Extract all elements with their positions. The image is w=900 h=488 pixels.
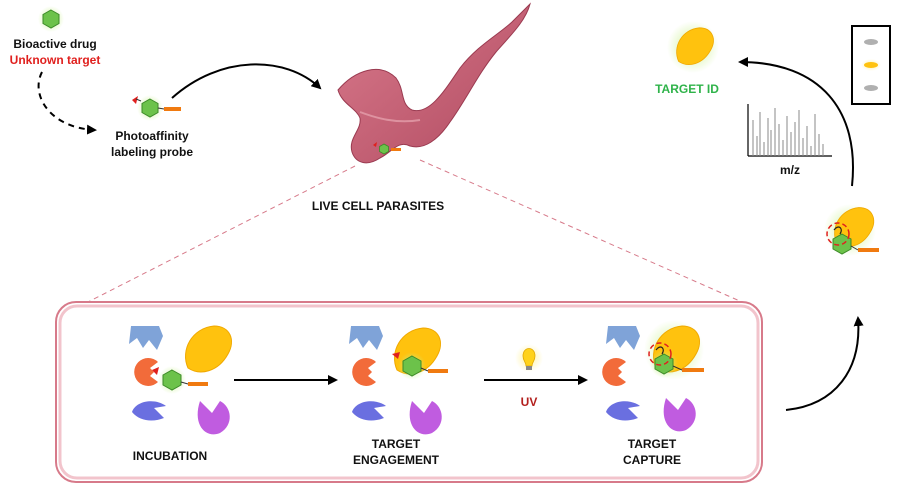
uv-lightbulb-icon (515, 344, 543, 372)
engagement-probe-icon (392, 352, 448, 380)
engagement-label-line2: ENGAGEMENT (353, 453, 440, 467)
probe-icon (132, 95, 181, 121)
parasite-illustration (337, 2, 531, 164)
target-id-label: TARGET ID (655, 82, 719, 96)
capture-label-line2: CAPTURE (623, 453, 681, 467)
engagement-label-line1: TARGET (372, 437, 421, 451)
mass-spectrum-icon (747, 104, 832, 157)
unknown-target-label: Unknown target (10, 53, 101, 67)
captured-complex-icon (824, 204, 879, 256)
incubation-probe-icon (152, 366, 208, 394)
photoaffinity-label-line1: Photoaffinity (115, 129, 189, 143)
photoaffinity-label-line2: labeling probe (111, 145, 193, 159)
zoom-line-right (419, 159, 743, 303)
uv-label: UV (521, 395, 538, 409)
identified-target-icon (667, 21, 719, 73)
mz-axis-label: m/z (780, 163, 800, 177)
dashed-arrow (37, 71, 97, 135)
zoom-line-left (87, 165, 356, 303)
arrow-to-parasites (171, 63, 322, 99)
bioactive-drug-label: Bioactive drug (13, 37, 96, 51)
live-cell-parasites-label: LIVE CELL PARASITES (312, 199, 444, 213)
gel-lane-icon (851, 25, 891, 105)
incubation-label: INCUBATION (133, 449, 207, 463)
arrow-to-target-id (738, 57, 854, 187)
capture-label-line1: TARGET (628, 437, 677, 451)
drug-hexagon-icon (38, 6, 64, 32)
probe-in-parasite-icon (373, 142, 401, 155)
arrow-to-captured-complex (785, 316, 864, 411)
process-panel (55, 301, 763, 483)
capture-probe-icon (648, 342, 704, 378)
